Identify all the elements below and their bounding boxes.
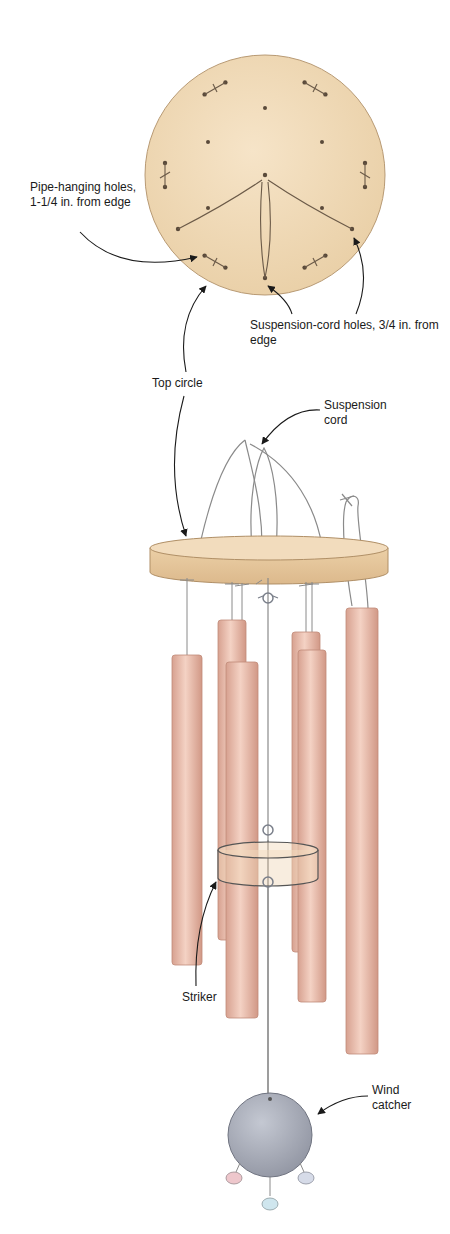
chime-pipe (298, 650, 326, 1002)
callout-label: Wind catcher (372, 1083, 436, 1113)
callout-label: Suspension cord (324, 398, 404, 428)
chime-pipe (226, 662, 258, 1018)
leader-line (174, 396, 186, 536)
callout-label: Suspension-cord holes, 3/4 in. from edge (250, 318, 442, 348)
top-circle-side (150, 536, 388, 584)
leader-line (268, 286, 292, 314)
callout-label: Pipe-hanging holes, 1-1/4 in. from edge (30, 180, 142, 210)
callout-label: Top circle (152, 376, 232, 391)
pipes-front (226, 608, 378, 1054)
top-circle-plan (145, 55, 385, 295)
suspension-cords-plan (178, 180, 352, 278)
leader-line (354, 238, 364, 314)
leader-line (80, 232, 197, 262)
leader-lines (80, 232, 368, 1114)
pipe-cords (160, 82, 370, 267)
leader-line (318, 1096, 368, 1114)
disc-top (150, 536, 388, 560)
leader-line (184, 286, 207, 372)
leader-line (196, 882, 216, 986)
wind-catcher-plate (226, 1093, 314, 1210)
holes (163, 80, 367, 280)
leader-line (262, 410, 320, 444)
chime-pipe (172, 655, 202, 965)
striker-disc (218, 825, 318, 1094)
chime-pipe (346, 608, 378, 1054)
callout-label: Striker (182, 990, 252, 1005)
top-disc (145, 55, 385, 295)
striker-line (258, 578, 278, 1094)
